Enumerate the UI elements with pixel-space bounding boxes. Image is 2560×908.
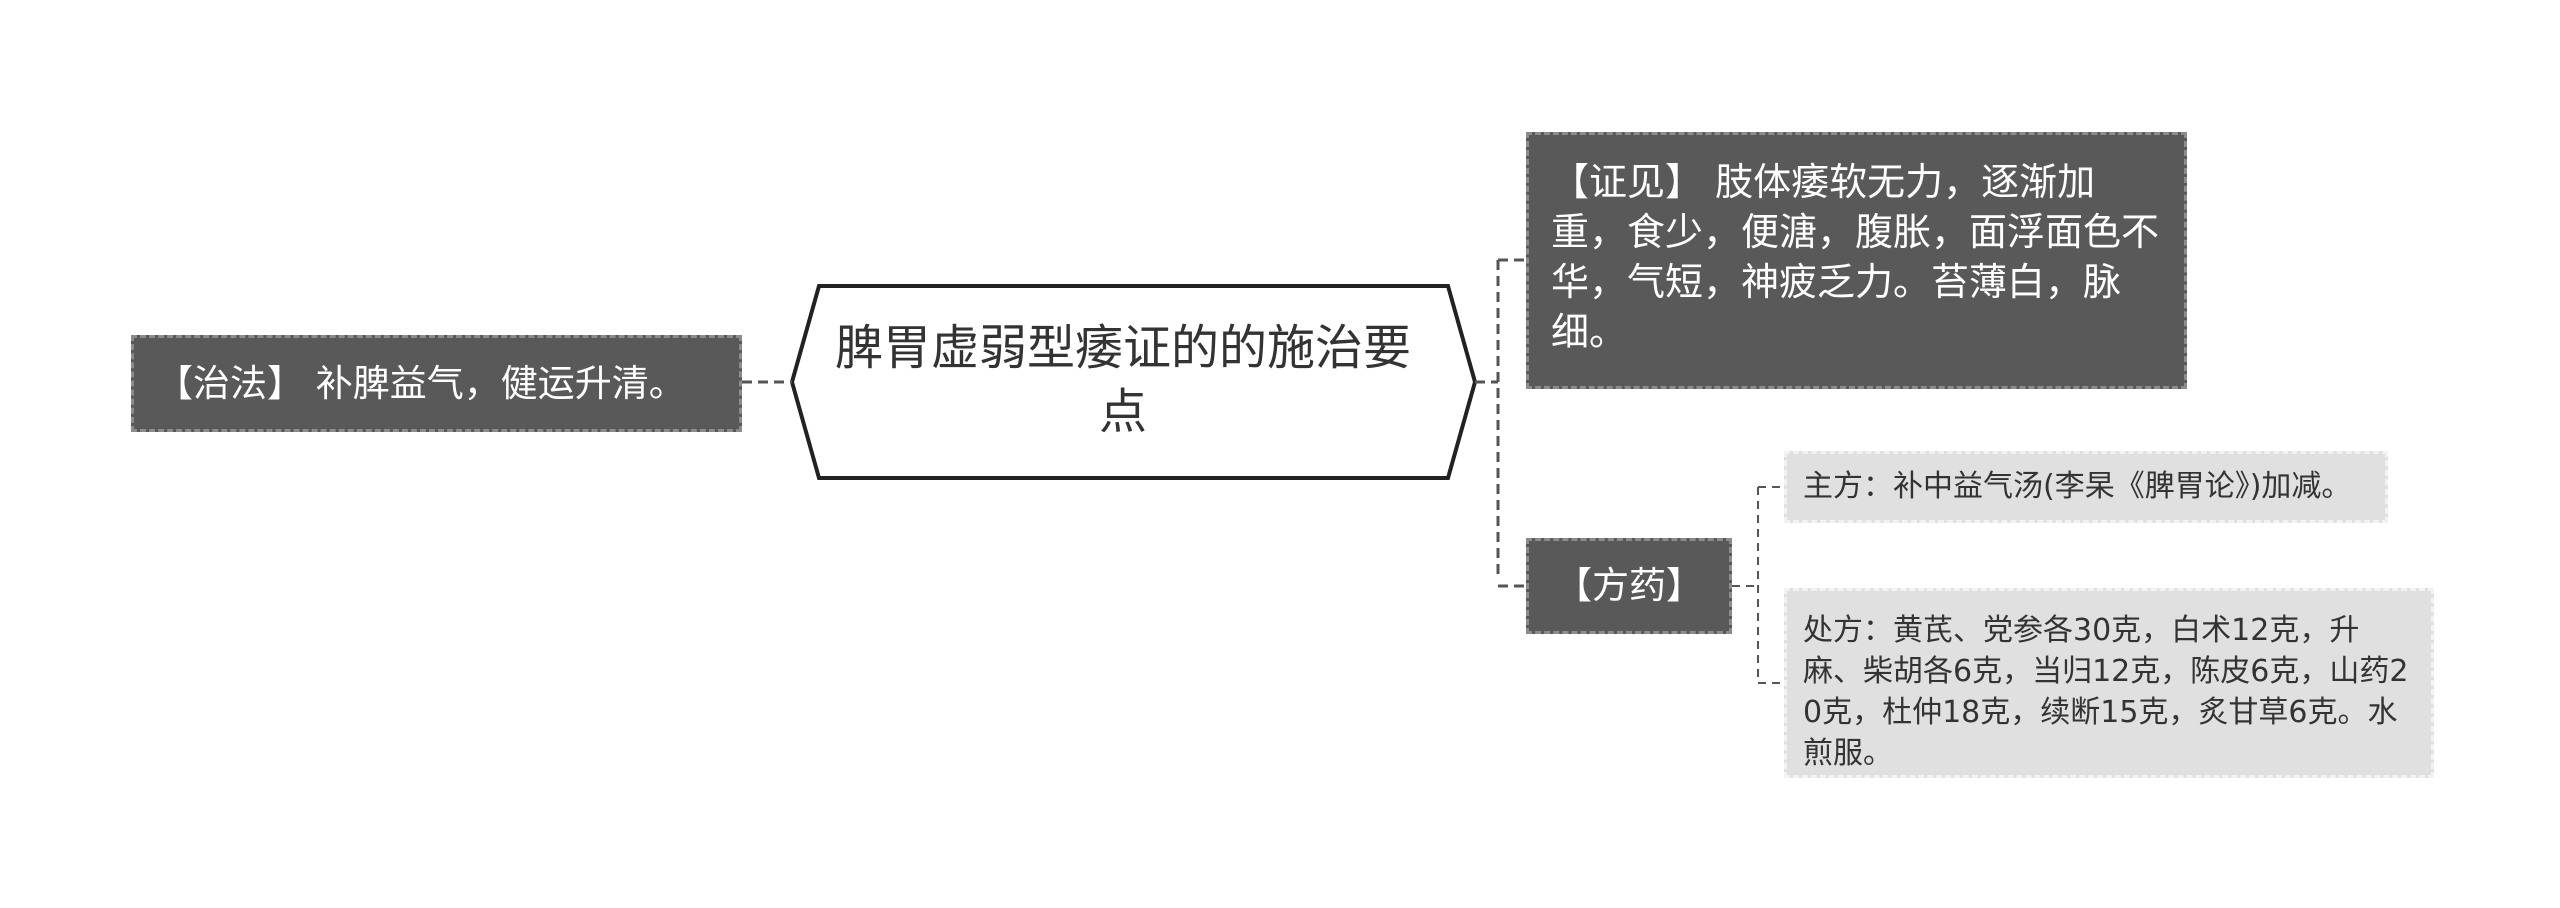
node-prescription[interactable]: 【方药】 — [1526, 538, 1732, 634]
node-prescription-detail[interactable]: 处方：黄芪、党参各30克，白术12克，升麻、柴胡各6克，当归12克，陈皮6克，山… — [1784, 588, 2434, 778]
central-topic-title: 脾胃虚弱型痿证的的施治要点 — [834, 320, 1411, 440]
node-treatment-method[interactable]: 【治法】 补脾益气，健运升清。 — [131, 335, 742, 432]
node-main-formula[interactable]: 主方：补中益气汤(李杲《脾胃论》)加减。 — [1784, 451, 2388, 523]
node-symptoms[interactable]: 【证见】 肢体痿软无力，逐渐加重，食少，便溏，腹胀，面浮面色不华，气短，神疲乏力… — [1526, 132, 2187, 389]
